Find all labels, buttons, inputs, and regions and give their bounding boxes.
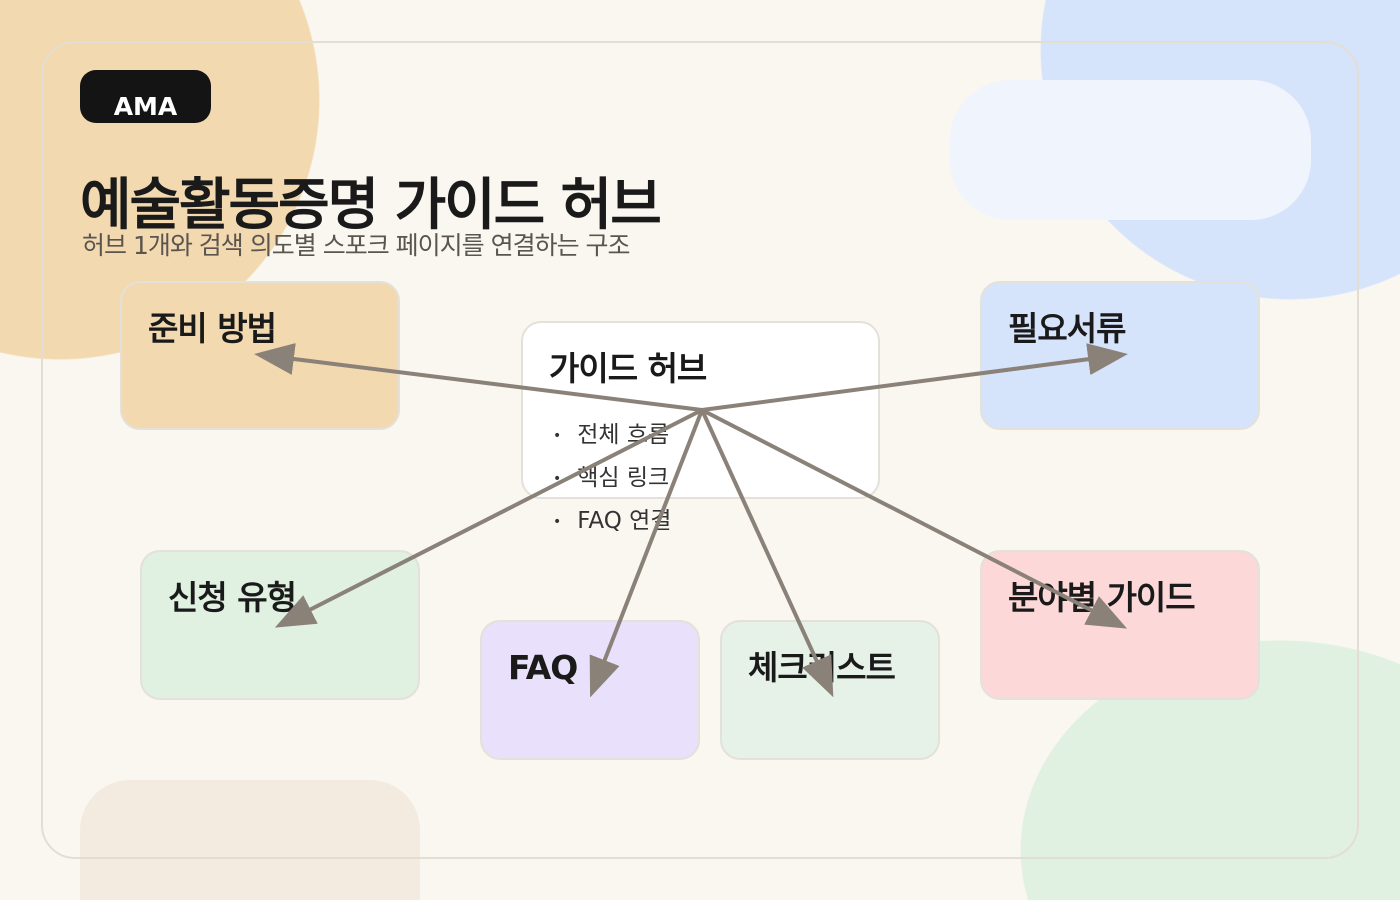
badge-label: AMA	[113, 92, 178, 121]
arrow-to-checklist	[700, 409, 834, 698]
spoke-prep[interactable]: 준비 방법	[120, 281, 400, 430]
page-subtitle: 허브 1개와 검색 의도별 스포크 페이지를 연결하는 구조	[82, 231, 631, 260]
decor-rect-beige	[80, 780, 420, 900]
content-frame	[41, 41, 1359, 859]
spoke-label: 필요서류	[1008, 309, 1126, 348]
arrow-to-prep	[254, 343, 703, 412]
hub-label: 가이드 허브	[549, 349, 707, 388]
hub-item: 핵심 링크	[553, 458, 671, 501]
spoke-label: FAQ	[508, 648, 578, 687]
arrow-to-documents	[701, 343, 1128, 412]
ama-badge: AMA	[80, 70, 211, 123]
arrow-to-field-guide	[701, 408, 1128, 629]
arrow-to-application-type	[274, 408, 703, 628]
spoke-checklist[interactable]: 체크리스트	[720, 620, 940, 760]
spoke-label: 준비 방법	[148, 309, 277, 348]
arrow-to-faq	[589, 409, 704, 698]
decor-pill-light	[950, 80, 1311, 220]
page-title: 예술활동증명 가이드 허브	[80, 173, 662, 238]
